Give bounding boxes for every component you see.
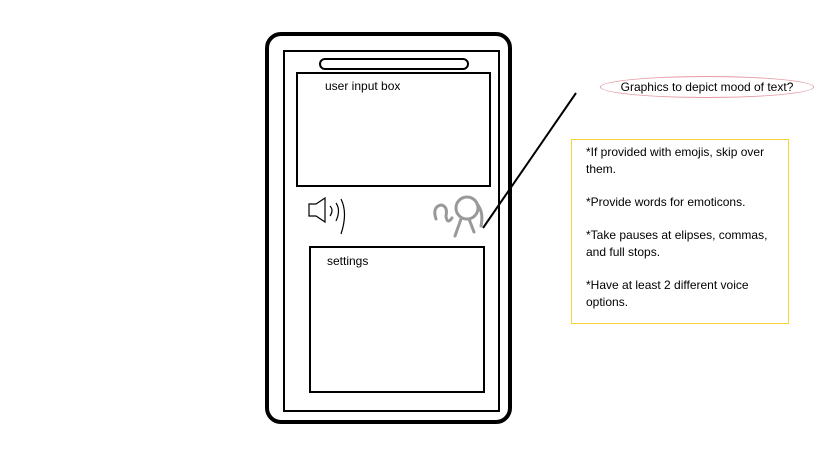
- requirements-notes: *If provided with emojis, skip over them…: [571, 139, 789, 324]
- settings-label: settings: [327, 254, 369, 268]
- callout-pointer-line: [482, 92, 577, 229]
- phone-screen: [283, 50, 500, 412]
- character-icon[interactable]: [433, 195, 484, 238]
- speaker-icon[interactable]: [308, 196, 346, 235]
- mood-graphics-callout: Graphics to depict mood of text?: [600, 76, 814, 98]
- settings-panel[interactable]: [309, 246, 485, 393]
- note-emoticons: *Provide words for emoticons.: [586, 195, 746, 209]
- user-input-box[interactable]: [296, 72, 491, 187]
- note-emojis: *If provided with emojis, skip over them…: [586, 145, 765, 176]
- phone-outline: [265, 32, 512, 424]
- callout-text: Graphics to depict mood of text?: [620, 80, 794, 94]
- note-pauses: *Take pauses at elipses, commas, and ful…: [586, 228, 768, 259]
- user-input-box-label: user input box: [325, 79, 401, 93]
- note-voice-options: *Have at least 2 different voice options…: [586, 278, 749, 309]
- earpiece-slot: [319, 58, 469, 70]
